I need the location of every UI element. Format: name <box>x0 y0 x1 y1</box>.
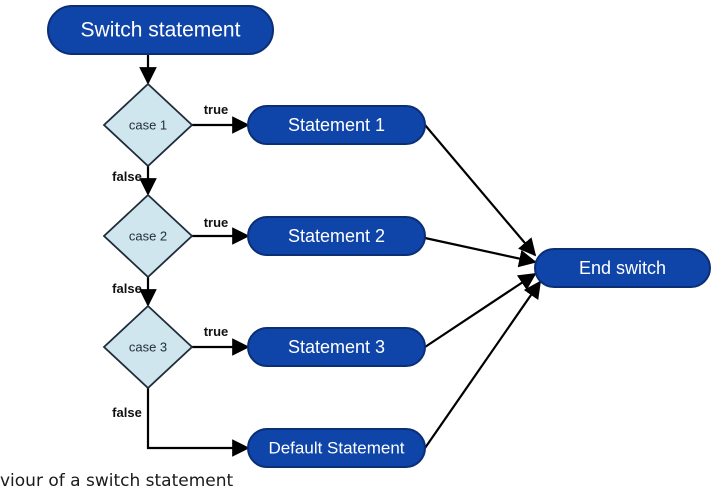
decision-case-2-label: case 2 <box>129 229 167 244</box>
end-node-label: End switch <box>579 258 666 278</box>
arrow-default-to-end <box>424 280 542 449</box>
figure-caption: viour of a switch statement <box>0 471 234 491</box>
edge-label-true-1: true <box>204 102 229 117</box>
default-statement-node-label: Default Statement <box>268 439 404 458</box>
end-node: End switch <box>534 248 711 288</box>
edge-label-false-2: false <box>112 281 142 296</box>
statement-node-2: Statement 2 <box>247 216 426 256</box>
edge-label-true-3: true <box>204 324 229 339</box>
statement-node-3: Statement 3 <box>247 327 426 367</box>
statement-node-3-label: Statement 3 <box>288 337 385 357</box>
connectors <box>139 55 542 457</box>
start-node-label: Switch statement <box>81 19 241 42</box>
edge-label-false-1: false <box>112 169 142 184</box>
statement-node-2-label: Statement 2 <box>288 226 385 246</box>
statement-node-1: Statement 1 <box>247 105 426 145</box>
decision-case-3: case 3 <box>102 304 194 390</box>
decision-case-3-label: case 3 <box>129 340 167 355</box>
edge-label-false-3: false <box>112 405 142 420</box>
arrow-statement2-to-end <box>424 236 537 268</box>
arrow-statement3-to-end <box>424 273 537 348</box>
start-node: Switch statement <box>47 5 274 55</box>
edge-label-true-2: true <box>204 215 229 230</box>
decision-case-1: case 1 <box>102 82 194 168</box>
arrow-statement1-to-end <box>424 124 537 257</box>
default-statement-node: Default Statement <box>247 428 426 468</box>
edge-labels: true true true false false false <box>112 102 228 420</box>
statement-node-1-label: Statement 1 <box>288 115 385 135</box>
arrow-case3-to-default <box>146 388 250 457</box>
decision-case-1-label: case 1 <box>129 118 167 133</box>
decision-case-2: case 2 <box>102 193 194 279</box>
